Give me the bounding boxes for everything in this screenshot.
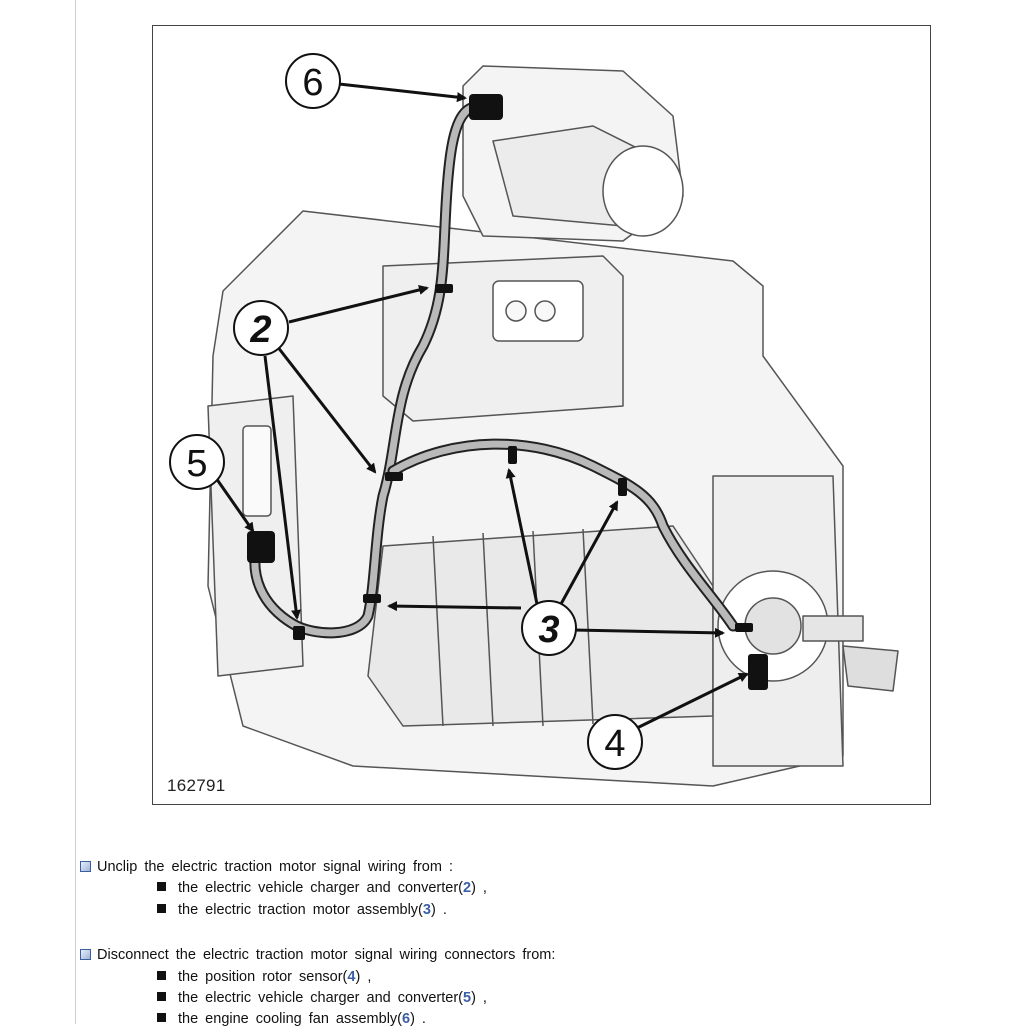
ref-link-5[interactable]: 5: [463, 990, 472, 1006]
item-suffix: ) ,: [471, 990, 487, 1006]
step-2-item-2: the electric vehicle charger and convert…: [157, 988, 487, 1008]
callout-2-label: 2: [249, 309, 271, 351]
item-suffix: ) .: [410, 1011, 426, 1027]
callout-3-label: 3: [538, 609, 559, 651]
item-suffix: ) .: [430, 902, 447, 918]
callout-6-label: 6: [302, 62, 323, 104]
item-prefix: the position rotor sensor(: [178, 969, 348, 985]
step-2-item-3: the engine cooling fan assembly(6) .: [157, 1009, 426, 1029]
item-suffix: ) ,: [471, 880, 487, 896]
square-bullet-icon: [157, 1013, 166, 1022]
step-1-item-1: the electric vehicle charger and convert…: [157, 878, 487, 898]
step-1-text: Unclip the electric traction motor signa…: [97, 859, 454, 875]
exploded-view-figure: 6 2 3 4 5 162791: [152, 25, 931, 805]
item-prefix: the electric traction motor assembly(: [178, 902, 423, 918]
checkbox-icon: [80, 861, 91, 872]
square-bullet-icon: [157, 971, 166, 980]
step-2: Disconnect the electric traction motor s…: [80, 945, 555, 965]
item-suffix: ) ,: [355, 969, 372, 985]
step-2-text: Disconnect the electric traction motor s…: [97, 947, 556, 963]
step-2-item-1: the position rotor sensor(4) ,: [157, 967, 371, 987]
figure-id-label: 162791: [167, 776, 226, 795]
engine-illustration: 6 2 3 4 5: [169, 53, 899, 787]
ref-link-6[interactable]: 6: [402, 1011, 411, 1027]
ref-link-3[interactable]: 3: [422, 902, 431, 918]
step-1-item-2: the electric traction motor assembly(3) …: [157, 900, 447, 920]
square-bullet-icon: [157, 882, 166, 891]
ref-link-4[interactable]: 4: [347, 969, 356, 985]
square-bullet-icon: [157, 904, 166, 913]
square-bullet-icon: [157, 992, 166, 1001]
left-margin-rule: [75, 0, 76, 1024]
item-prefix: the electric vehicle charger and convert…: [178, 990, 463, 1006]
item-prefix: the electric vehicle charger and convert…: [178, 880, 463, 896]
step-1: Unclip the electric traction motor signa…: [80, 857, 453, 877]
ref-link-2[interactable]: 2: [463, 880, 472, 896]
item-prefix: the engine cooling fan assembly(: [178, 1011, 402, 1027]
checkbox-icon: [80, 949, 91, 960]
callout-4-label: 4: [604, 723, 625, 765]
callout-5-label: 5: [186, 443, 207, 485]
